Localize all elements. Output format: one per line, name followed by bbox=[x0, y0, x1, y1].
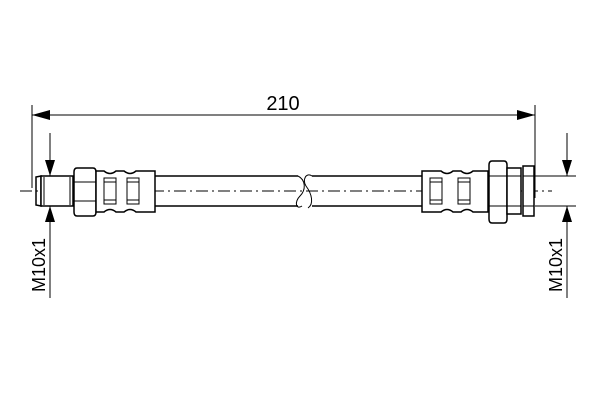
arrow-left-icon bbox=[32, 110, 50, 120]
right-body bbox=[506, 167, 522, 215]
length-label: 210 bbox=[266, 93, 299, 115]
arrow-up-icon bbox=[45, 206, 55, 222]
length-dimension: 210 bbox=[31, 93, 536, 198]
right-lock-ring bbox=[522, 165, 535, 217]
right-hex-nut bbox=[488, 160, 508, 224]
left-thread-dimension: M10x1 bbox=[29, 133, 55, 298]
left-ferrule bbox=[95, 170, 156, 213]
arrow-right-icon bbox=[517, 110, 535, 120]
break-symbol-right bbox=[303, 174, 313, 209]
left-thread bbox=[40, 175, 74, 207]
left-hex-nut bbox=[73, 167, 97, 217]
right-ferrule bbox=[421, 170, 489, 213]
right-thread-dimension: M10x1 bbox=[546, 133, 572, 298]
right-fitting bbox=[421, 160, 535, 224]
left-thread-label: M10x1 bbox=[29, 238, 49, 292]
break-symbol-left bbox=[295, 175, 305, 208]
arrow-up-icon bbox=[562, 206, 572, 222]
arrow-down-icon bbox=[562, 160, 572, 176]
left-fitting bbox=[35, 167, 156, 217]
arrow-down-icon bbox=[45, 160, 55, 176]
right-thread-label: M10x1 bbox=[546, 238, 566, 292]
hose-body bbox=[155, 174, 422, 209]
